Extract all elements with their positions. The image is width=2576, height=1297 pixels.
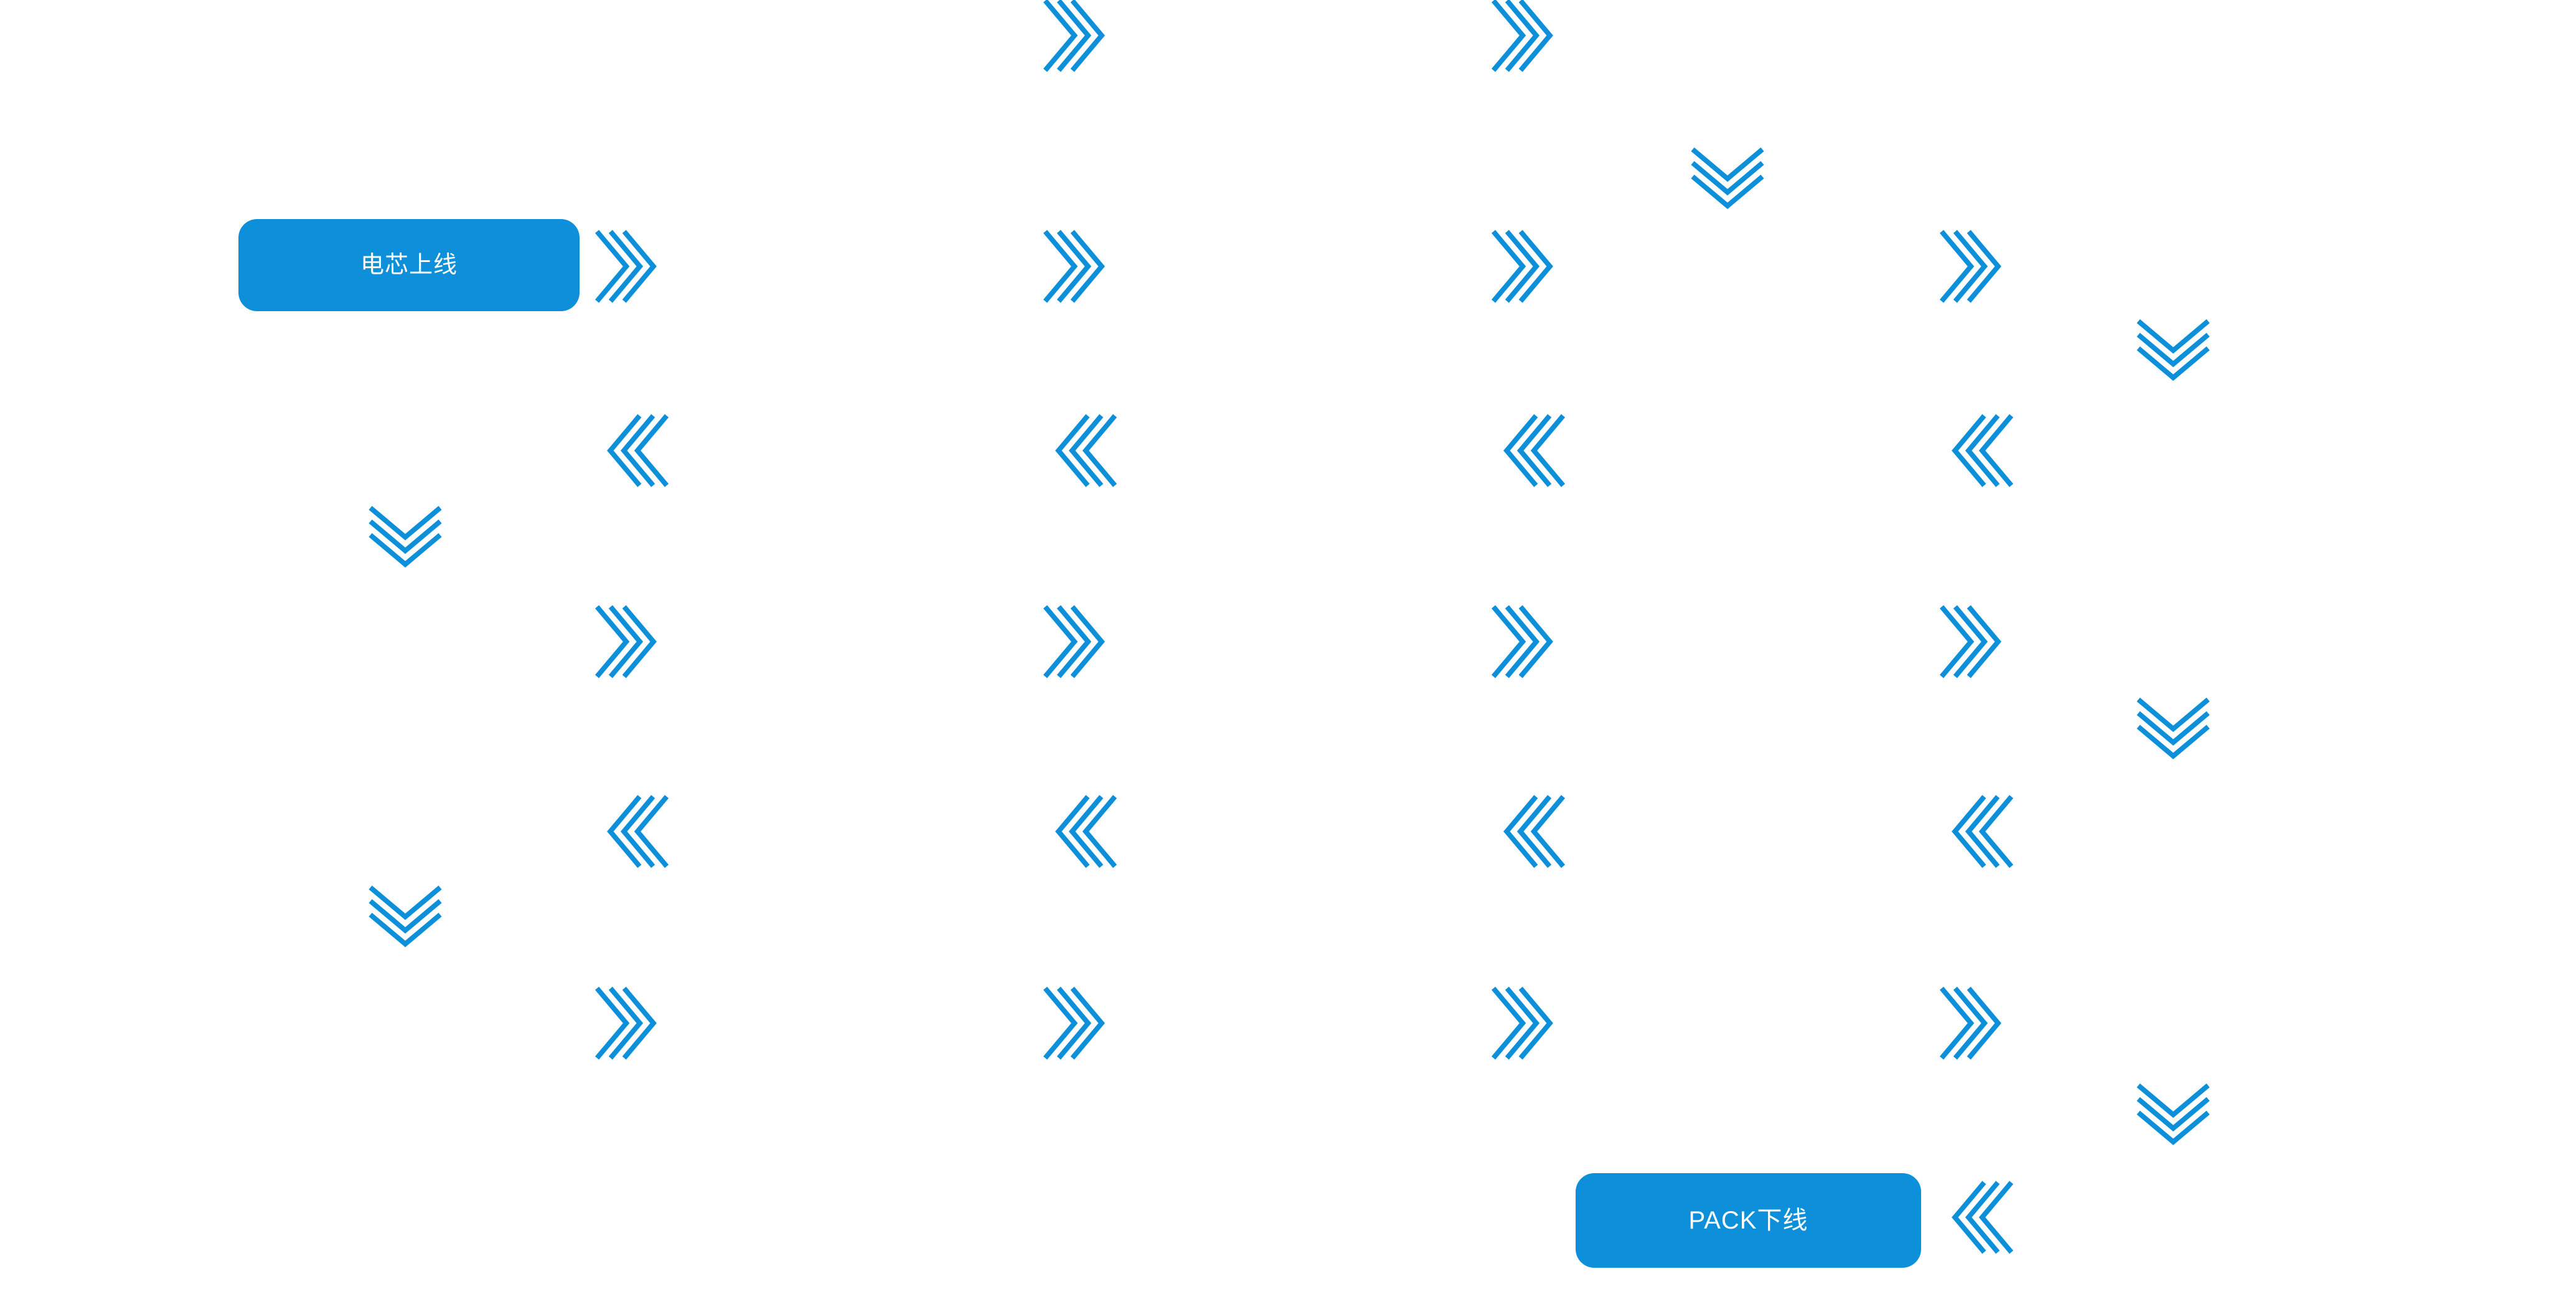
chevron-down-d1-r2-icon	[369, 505, 442, 569]
chevron-right-c3-r0-icon	[1491, 0, 1555, 72]
chevron-left-c1-r4-icon	[597, 795, 669, 868]
chevron-right-c1-r3-icon	[595, 605, 659, 678]
chevron-right-c2-r3-icon	[1043, 605, 1107, 678]
chevron-right-c3-r1-icon	[1491, 230, 1555, 303]
chevron-left-c2-r2-icon	[1045, 414, 1117, 487]
pack-offline-button-label: PACK下线	[1688, 1207, 1808, 1234]
chevron-left-c4-r6-icon	[1942, 1181, 2014, 1254]
chevron-down-d3-r1-icon	[2136, 319, 2210, 383]
chevron-right-c2-r5-icon	[1043, 986, 1107, 1060]
chevron-right-c1-r1-icon	[595, 230, 659, 303]
chevron-left-c3-r4-icon	[1493, 795, 1566, 868]
chevron-right-c3-r3-icon	[1491, 605, 1555, 678]
chevron-right-c2-r0-icon	[1043, 0, 1107, 72]
chevron-down-d3-r3-icon	[2136, 697, 2210, 761]
chevron-left-c3-r2-icon	[1493, 414, 1566, 487]
chevron-left-c2-r4-icon	[1045, 795, 1117, 868]
chevron-right-c4-r3-icon	[1939, 605, 2003, 678]
chevron-right-c4-r5-icon	[1939, 986, 2003, 1060]
chevron-right-c4-r1-icon	[1939, 230, 2003, 303]
chevron-left-c4-r4-icon	[1942, 795, 2014, 868]
chevron-left-c4-r2-icon	[1942, 414, 2014, 487]
cell-online-button[interactable]: 电芯上线	[238, 219, 580, 311]
cell-online-button-label: 电芯上线	[360, 252, 458, 278]
chevron-down-d1-r4-icon	[369, 885, 442, 949]
pack-offline-button[interactable]: PACK下线	[1576, 1173, 1921, 1268]
chevron-right-c2-r1-icon	[1043, 230, 1107, 303]
chevron-down-d2-r0-icon	[1691, 147, 1764, 211]
chevron-down-d3-r5-icon	[2136, 1083, 2210, 1147]
chevron-right-c3-r5-icon	[1491, 986, 1555, 1060]
chevron-right-c1-r5-icon	[595, 986, 659, 1060]
chevron-left-c1-r2-icon	[597, 414, 669, 487]
